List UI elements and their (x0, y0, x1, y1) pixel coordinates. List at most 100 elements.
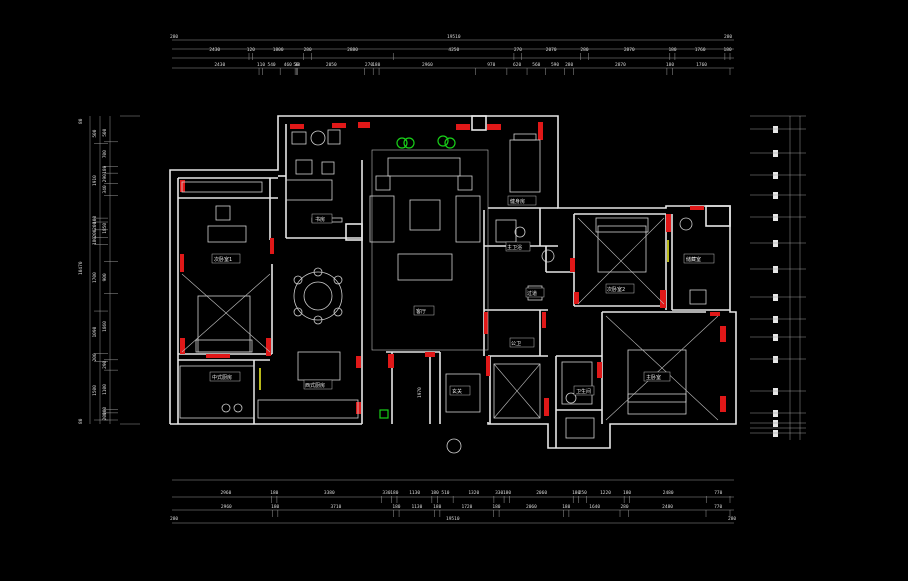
left-row-2-label: 100 (102, 407, 108, 415)
top-row-1-label: 2070 (546, 47, 557, 53)
right-dimension-marker (773, 126, 778, 133)
top-row-1-label: 1760 (695, 47, 706, 53)
left-row-1-label: 1910 (92, 175, 98, 186)
left-row-1-label: 1500 (92, 385, 98, 396)
left-row-2-label: 900 (102, 273, 108, 281)
furniture (179, 129, 719, 454)
bottom-row-2-label: 1720 (461, 504, 472, 510)
room-label-master-bathroom: 主卫浴 (507, 244, 522, 251)
top-row-1-label: 4250 (448, 47, 459, 53)
top-row-2-label: 2430 (214, 62, 225, 68)
left-row-1-label: 1090 (92, 326, 98, 337)
bottom-row-1-label: 3380 (324, 490, 335, 496)
room-label-fitness: 健身房 (510, 198, 525, 205)
bottom-row-1-label: 2960 (220, 490, 231, 496)
top-row-2-label: 110 (257, 62, 265, 68)
left-row-2-label: 290 (102, 360, 108, 368)
left-row-1-label: 1700 (92, 272, 98, 283)
bottom-row-1-label: 330 (495, 490, 503, 496)
left-total-dimension: 10470 (78, 261, 84, 275)
right-dimension-marker (773, 240, 778, 247)
room-label-living-room: 客厅 (416, 308, 426, 315)
room-label-public-bathroom: 公卫 (511, 341, 521, 347)
bottom-row-1-label: 2060 (536, 490, 547, 496)
top-total-dimension: 19510 (447, 34, 461, 40)
top-row-1-label: 280 (580, 47, 588, 53)
room-labels: 书房 次卧室1 客厅 西式厨房 中式厨房 玄关 健身房 主卫浴 过道 公卫 次卧… (209, 195, 715, 398)
top-row-2-label: 2050 (326, 62, 337, 68)
bottom-row-1-label: 180 (572, 490, 580, 496)
left-row-2-label: 200 (102, 412, 108, 420)
top-row-1-label: 1800 (273, 47, 284, 53)
left-top-dimension: 80 (78, 118, 84, 124)
bottom-right-end-dimension: 280 (728, 516, 736, 522)
left-row-2-label: 700 (102, 150, 108, 158)
left-row-1-label: 200 (92, 229, 98, 237)
left-row-2-label: 290 (102, 174, 108, 182)
top-row-1-label: 2880 (347, 47, 358, 53)
bottom-row-2-label: 2960 (221, 504, 232, 510)
bottom-row-2-label: 280 (620, 504, 628, 510)
bottom-row-1-label: 2480 (663, 490, 674, 496)
bottom-row-2-label: 770 (714, 504, 722, 510)
right-dimension-chain (750, 115, 806, 440)
bottom-total-dimension: 19510 (446, 516, 460, 522)
left-dimension-chain: 10470 80 80 5001910100200200180170010902… (78, 115, 140, 425)
bottom-row-1-label: 1130 (409, 490, 420, 496)
top-row-2-label: 280 (565, 62, 573, 68)
top-row-2-label: 970 (487, 62, 495, 68)
window-markers (180, 122, 726, 416)
right-dimension-marker (773, 420, 778, 427)
room-label-secondary-bedroom-1: 次卧室1 (214, 256, 232, 263)
top-left-end-dimension: 280 (170, 34, 178, 40)
bottom-row-1-label: 330 (382, 490, 390, 496)
top-row-1-label: 2870 (624, 47, 635, 53)
room-label-bath: 卫生间 (576, 388, 591, 395)
bottom-row-2-label: 180 (433, 504, 441, 510)
room-label-kitchen: 中式厨房 (212, 374, 232, 381)
bottom-row-1-label: 180 (431, 490, 439, 496)
top-row-2-label: 540 (267, 62, 275, 68)
right-dimension-marker (773, 356, 778, 363)
top-row-2-label: 460 (284, 62, 292, 68)
top-right-end-dimension: 280 (724, 34, 732, 40)
bottom-row-1-label: 250 (579, 490, 587, 496)
right-dimension-marker (773, 334, 778, 341)
walls (169, 115, 737, 449)
door-markers (259, 240, 669, 390)
top-row-2-label: 30 (295, 62, 301, 68)
left-row-2-label: 180 (102, 165, 108, 173)
left-row-1-label: 200 (92, 353, 98, 361)
right-dimension-marker (773, 294, 778, 301)
top-row-2-label: 50 (293, 62, 299, 68)
left-row-2-label: 1860 (102, 321, 108, 332)
top-row-2-label: 2870 (615, 62, 626, 68)
top-row-1-label: 280 (304, 47, 312, 53)
top-row-2-label: 560 (532, 62, 540, 68)
top-row-2-label: 2960 (422, 62, 433, 68)
bottom-row-2-label: 1640 (589, 504, 600, 510)
left-row-1-label: 500 (92, 129, 98, 137)
left-row-2-label: 340 (102, 185, 108, 193)
right-dimension-marker (773, 388, 778, 395)
right-dimension-marker (773, 410, 778, 417)
left-row-2-label: 1100 (102, 384, 108, 395)
left-row-1-label: 200 (92, 221, 98, 229)
right-dimension-marker (773, 150, 778, 157)
top-row-2-label: 180 (666, 62, 674, 68)
top-row-2-label: 620 (513, 62, 521, 68)
bottom-row-1-label: 1220 (600, 490, 611, 496)
right-dimension-marker (773, 172, 778, 179)
left-row-2-label: 500 (102, 128, 108, 136)
room-label-secondary-bedroom-2: 次卧室2 (607, 286, 625, 293)
top-row-1-label: 180 (724, 47, 732, 53)
top-row-1-label: 180 (668, 47, 676, 53)
bottom-row-1-label: 180 (623, 490, 631, 496)
